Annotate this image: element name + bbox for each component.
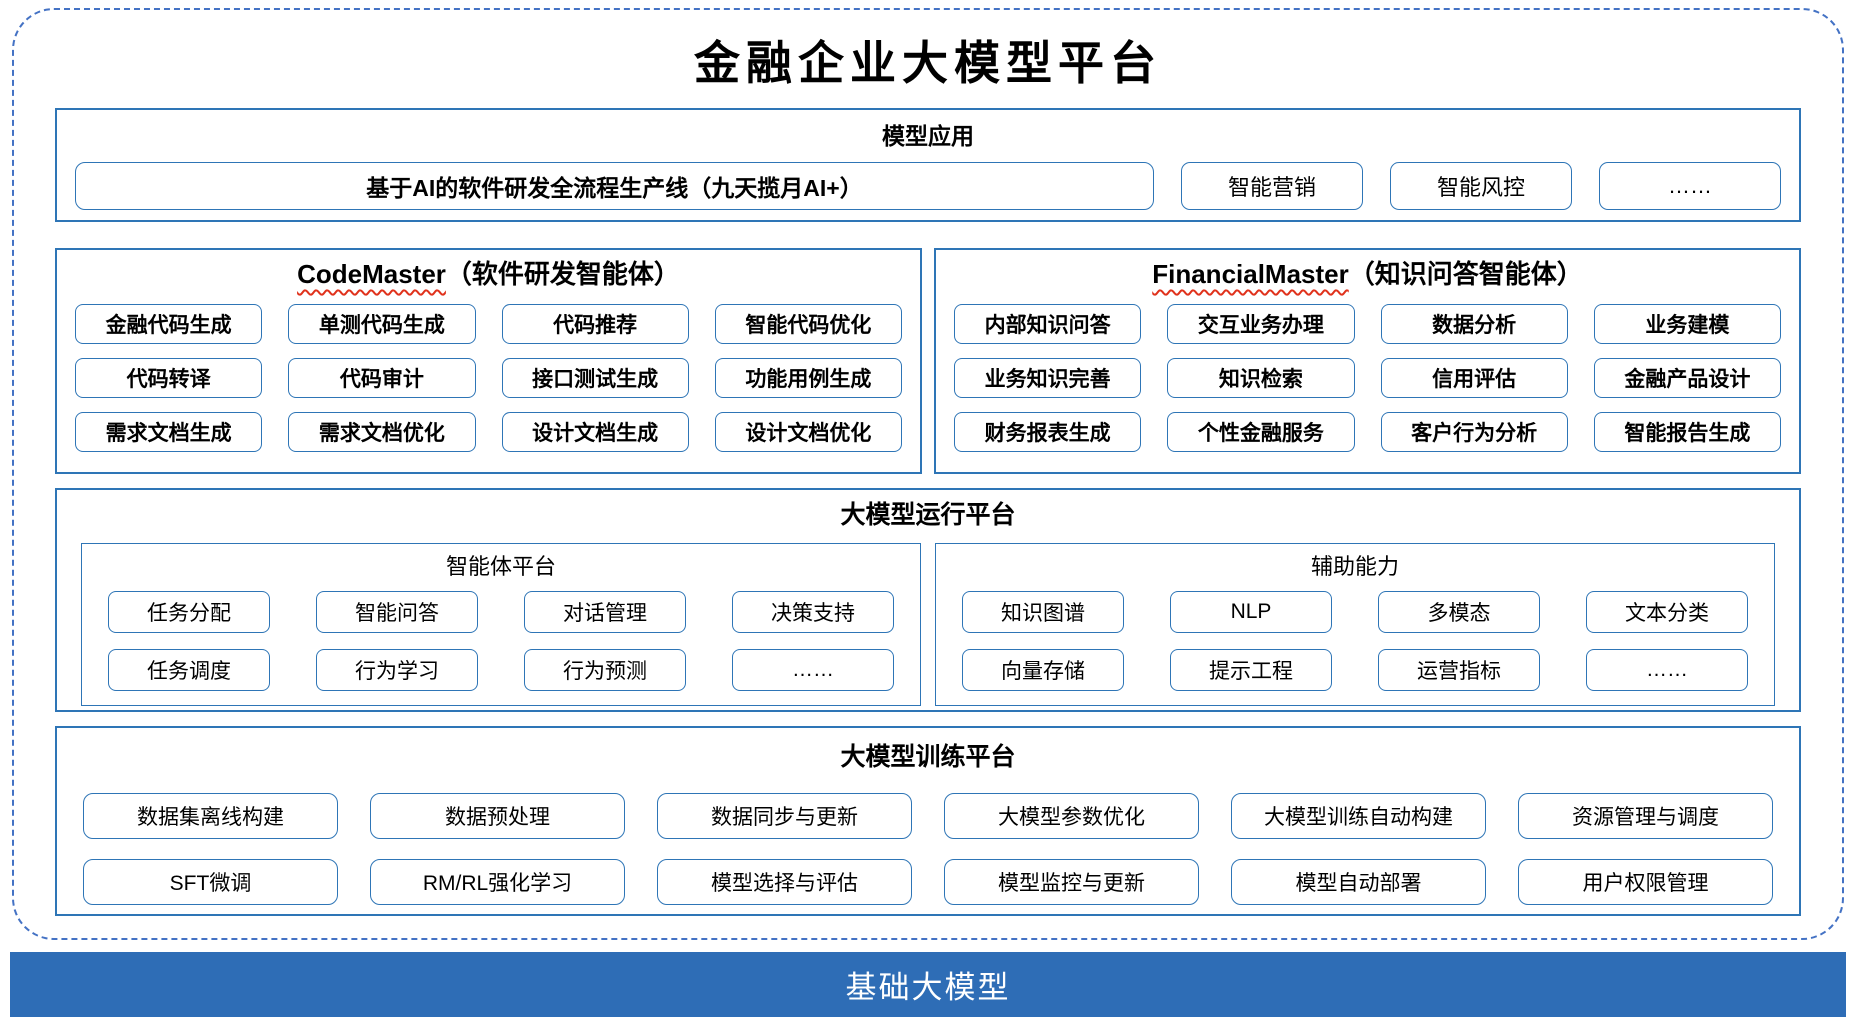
app-pipeline-box: 基于AI的软件研发全流程生产线（九天揽月AI+） <box>75 162 1154 211</box>
agents-row: CodeMaster（软件研发智能体） 金融代码生成 单测代码生成 代码推荐 智… <box>55 248 1801 475</box>
financial-master-chip: 交互业务办理 <box>1167 303 1355 344</box>
agent-platform-chip: 行为学习 <box>316 649 478 692</box>
code-master-chip: 代码推荐 <box>501 303 689 344</box>
app-chip: 智能营销 <box>1181 162 1363 211</box>
subsection-agent-platform-title: 智能体平台 <box>445 554 556 580</box>
training-chip: 大模型参数优化 <box>944 793 1199 840</box>
financial-master-grid: 内部知识问答 交互业务办理 数据分析 业务建模 业务知识完善 知识检索 信用评估… <box>954 303 1781 452</box>
app-chip: 智能风控 <box>1390 162 1572 211</box>
financial-master-chip: 个性金融服务 <box>1167 411 1355 452</box>
training-chip: 用户权限管理 <box>1518 859 1773 906</box>
code-master-chip: 需求文档生成 <box>75 411 263 452</box>
training-chip: 数据同步与更新 <box>657 793 912 840</box>
financial-master-chip: 业务知识完善 <box>954 357 1142 398</box>
financial-master-chip: 内部知识问答 <box>954 303 1142 344</box>
auxiliary-chip: 运营指标 <box>1378 649 1540 692</box>
subsection-agent-platform: 智能体平台 任务分配 智能问答 对话管理 决策支持 任务调度 行为学习 行为预测… <box>81 543 921 707</box>
foundation-model-bar: 基础大模型 <box>10 952 1846 1017</box>
financial-master-name: FinancialMaster <box>1152 259 1349 290</box>
agent-platform-chip: 智能问答 <box>316 591 478 634</box>
agent-platform-chip: 决策支持 <box>732 591 894 634</box>
agent-platform-grid: 任务分配 智能问答 对话管理 决策支持 任务调度 行为学习 行为预测 …… <box>104 591 898 692</box>
auxiliary-chip: 提示工程 <box>1170 649 1332 692</box>
code-master-chip: 代码审计 <box>288 357 476 398</box>
agent-platform-chip: 对话管理 <box>524 591 686 634</box>
runtime-row: 智能体平台 任务分配 智能问答 对话管理 决策支持 任务调度 行为学习 行为预测… <box>81 543 1775 707</box>
agent-platform-chip: 任务调度 <box>108 649 270 692</box>
auxiliary-chip: 知识图谱 <box>962 591 1124 634</box>
financial-master-subtitle: （知识问答智能体） <box>1348 259 1583 290</box>
code-master-subtitle: （软件研发智能体） <box>445 259 680 290</box>
auxiliary-grid: 知识图谱 NLP 多模态 文本分类 向量存储 提示工程 运营指标 …… <box>958 591 1752 692</box>
code-master-chip: 智能代码优化 <box>714 303 902 344</box>
training-chip: 模型监控与更新 <box>944 859 1199 906</box>
code-master-chip: 设计文档生成 <box>501 411 689 452</box>
financial-master-chip: 知识检索 <box>1167 357 1355 398</box>
auxiliary-chip: 向量存储 <box>962 649 1124 692</box>
training-chip: 大模型训练自动构建 <box>1231 793 1486 840</box>
code-master-chip: 接口测试生成 <box>501 357 689 398</box>
section-training-platform-title: 大模型训练平台 <box>840 743 1016 772</box>
subsection-auxiliary-capabilities: 辅助能力 知识图谱 NLP 多模态 文本分类 向量存储 提示工程 运营指标 …… <box>935 543 1775 707</box>
code-master-chip: 功能用例生成 <box>714 357 902 398</box>
agent-platform-chip: 任务分配 <box>108 591 270 634</box>
financial-master-chip: 数据分析 <box>1380 303 1568 344</box>
section-code-master: CodeMaster（软件研发智能体） 金融代码生成 单测代码生成 代码推荐 智… <box>55 248 922 475</box>
training-chip: SFT微调 <box>83 859 338 906</box>
code-master-chip: 单测代码生成 <box>288 303 476 344</box>
subsection-auxiliary-capabilities-title: 辅助能力 <box>1310 554 1399 580</box>
platform-diagram-frame: 金融企业大模型平台 模型应用 基于AI的软件研发全流程生产线（九天揽月AI+） … <box>12 8 1844 940</box>
training-chip: 模型选择与评估 <box>657 859 912 906</box>
code-master-chip: 需求文档优化 <box>288 411 476 452</box>
section-runtime-platform-title: 大模型运行平台 <box>840 501 1016 530</box>
section-financial-master: FinancialMaster（知识问答智能体） 内部知识问答 交互业务办理 数… <box>934 248 1801 475</box>
training-chip: 数据集离线构建 <box>83 793 338 840</box>
financial-master-chip: 智能报告生成 <box>1593 411 1781 452</box>
app-chip-ellipsis: …… <box>1599 162 1781 211</box>
financial-master-chip: 客户行为分析 <box>1380 411 1568 452</box>
training-chip: 模型自动部署 <box>1231 859 1486 906</box>
code-master-chip: 设计文档优化 <box>714 411 902 452</box>
agent-platform-chip-ellipsis: …… <box>732 649 894 692</box>
auxiliary-chip: 多模态 <box>1378 591 1540 634</box>
model-applications-row: 基于AI的软件研发全流程生产线（九天揽月AI+） 智能营销 智能风控 …… <box>75 162 1781 211</box>
section-financial-master-title: FinancialMaster（知识问答智能体） <box>954 258 1781 292</box>
code-master-grid: 金融代码生成 单测代码生成 代码推荐 智能代码优化 代码转译 代码审计 接口测试… <box>75 303 902 452</box>
foundation-model-label: 基础大模型 <box>845 970 1011 1005</box>
section-training-platform: 大模型训练平台 数据集离线构建 数据预处理 数据同步与更新 大模型参数优化 大模… <box>55 726 1801 917</box>
code-master-chip: 金融代码生成 <box>75 303 263 344</box>
training-chip: 资源管理与调度 <box>1518 793 1773 840</box>
financial-master-chip: 业务建模 <box>1593 303 1781 344</box>
financial-master-chip: 信用评估 <box>1380 357 1568 398</box>
page-title: 金融企业大模型平台 <box>694 36 1162 90</box>
auxiliary-chip-ellipsis: …… <box>1586 649 1748 692</box>
auxiliary-chip: 文本分类 <box>1586 591 1748 634</box>
financial-master-chip: 财务报表生成 <box>954 411 1142 452</box>
section-model-applications: 模型应用 基于AI的软件研发全流程生产线（九天揽月AI+） 智能营销 智能风控 … <box>55 108 1801 223</box>
agent-platform-chip: 行为预测 <box>524 649 686 692</box>
auxiliary-chip: NLP <box>1170 591 1332 634</box>
section-model-applications-title: 模型应用 <box>882 123 974 150</box>
financial-master-chip: 金融产品设计 <box>1593 357 1781 398</box>
code-master-chip: 代码转译 <box>75 357 263 398</box>
code-master-name: CodeMaster <box>297 259 446 290</box>
section-runtime-platform: 大模型运行平台 智能体平台 任务分配 智能问答 对话管理 决策支持 任务调度 行… <box>55 488 1801 713</box>
training-chip: 数据预处理 <box>370 793 625 840</box>
training-grid: 数据集离线构建 数据预处理 数据同步与更新 大模型参数优化 大模型训练自动构建 … <box>83 793 1773 906</box>
section-code-master-title: CodeMaster（软件研发智能体） <box>75 258 902 292</box>
training-chip: RM/RL强化学习 <box>370 859 625 906</box>
